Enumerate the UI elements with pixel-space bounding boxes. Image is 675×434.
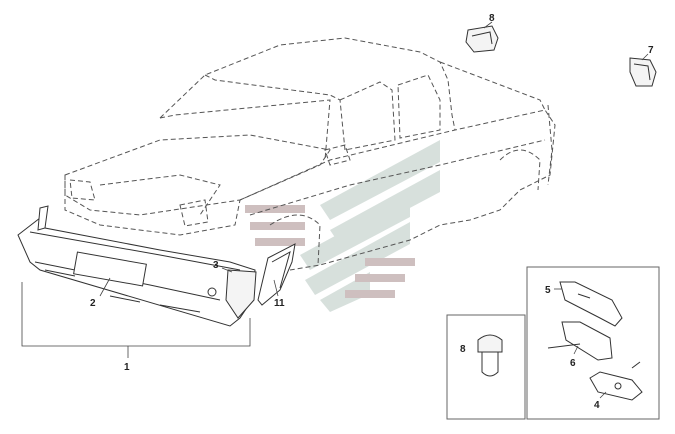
mirror [324,144,351,166]
watermark-red-bar-3 [255,238,305,246]
rear-wheel-arch [499,149,541,191]
callout-2: 2 [90,298,96,309]
watermark-red-bar-2 [250,222,305,230]
part-8-cap [465,25,499,53]
callout-1: 1 [124,362,130,373]
headlight-right [179,199,209,227]
bracket-4-tab [631,361,641,369]
fog-lamp [207,287,217,297]
callout-11: 11 [274,298,285,309]
callout-8-box: 8 [460,344,466,355]
watermark-red-bar-5 [355,274,405,282]
leader-lines [21,21,649,399]
leader-2 [99,277,111,297]
bumper-license-recess [73,251,147,287]
bumper-end-cap [225,269,257,319]
side-body [239,109,556,271]
cap-8-body [465,25,499,53]
watermark-green-stripe-1 [320,140,440,220]
leader-4 [599,391,607,399]
front-wheel-arch [269,214,321,266]
front-bumper [17,205,257,327]
cabin-outline [159,37,456,131]
watermark-green-stripe-4 [305,222,410,295]
door-window-2 [397,74,441,139]
door-window-1 [339,81,396,151]
leader-3 [221,267,233,273]
front-face [64,175,241,236]
bumper-bracket-left [37,205,49,231]
mud-flap [257,243,296,306]
part-7-cap [629,57,657,87]
mud-flap-shape [257,243,296,306]
watermark-green-stripe-3 [300,195,410,270]
rear-tail [547,104,553,186]
watermark-red-bar-1 [245,205,305,213]
watermark-red-bar-4 [365,258,415,266]
hood-outline [64,134,331,216]
windshield [159,99,331,161]
bracket-5-hole [577,293,591,299]
callout-7: 7 [648,45,654,56]
leader-11 [273,279,279,297]
leader-7 [641,53,649,61]
side-crease [249,139,546,216]
bracket-detail-box [526,266,660,420]
cap-7-detail [633,63,651,81]
callout-6: 6 [570,358,576,369]
bumper-slot-2 [109,295,141,303]
cap-8-detail [471,31,493,45]
callout-3: 3 [213,260,219,271]
watermark-logo [245,140,440,312]
bracket-6 [561,321,613,361]
vehicle-outline [64,37,556,271]
mud-flap-inner [271,250,291,289]
bumper-slot-3 [159,304,201,313]
bolt-shank [481,351,499,377]
leader-6 [573,345,579,355]
bracket-5 [559,281,623,327]
bracket-4-hole [614,382,622,390]
bolt-detail-box [446,314,526,420]
callout-5: 5 [545,285,551,296]
bumper-top-edge [29,231,241,271]
hood-crease [99,174,221,216]
watermark-red-bar-6 [345,290,395,298]
callout-8-top: 8 [489,13,495,24]
headlight-left [69,179,96,201]
leader-1-bracket [21,282,251,347]
bolt-head [477,334,503,353]
bed-top [439,61,546,111]
callout-4: 4 [594,400,600,411]
cap-7-body [629,57,657,87]
bumper-slot-1 [44,269,76,277]
bumper-mid-line [34,261,221,301]
bracket-6-rod [547,343,581,349]
leader-8-top [483,21,493,29]
roof-rear-line [204,74,346,151]
